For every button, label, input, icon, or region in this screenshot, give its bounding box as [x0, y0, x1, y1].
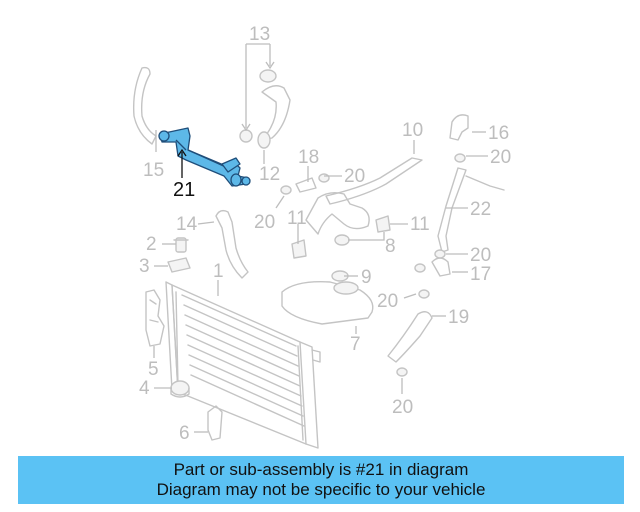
part-16-hose	[449, 114, 469, 141]
callout-9: 9	[361, 267, 372, 288]
callout-5: 5	[148, 359, 159, 380]
callout-2: 2	[146, 234, 157, 255]
part-14-hose	[215, 209, 249, 279]
callout-14: 14	[176, 214, 198, 235]
part-17-hose	[431, 257, 451, 277]
part-20-clamps	[280, 153, 466, 377]
part-2-fitting	[173, 237, 189, 253]
callout-18: 18	[298, 147, 319, 168]
callout-17: 17	[470, 264, 491, 285]
callout-20-f: 20	[392, 397, 413, 418]
banner-line-2: Diagram may not be specific to your vehi…	[156, 480, 486, 499]
callout-20-a: 20	[344, 166, 365, 187]
part-7-expansion-tank	[281, 270, 374, 325]
part-6-bracket	[207, 405, 223, 441]
callout-11-left: 11	[287, 208, 307, 229]
callout-16: 16	[488, 123, 509, 144]
callout-20-e: 20	[377, 291, 398, 312]
part-10-pipe	[325, 157, 423, 205]
callout-13: 13	[249, 24, 270, 45]
callout-3: 3	[139, 256, 150, 277]
part-18-housing	[295, 177, 370, 235]
part-11-clip-right	[375, 215, 391, 233]
callout-20-d: 20	[470, 245, 491, 266]
info-banner: Part or sub-assembly is #21 in diagram D…	[18, 456, 624, 504]
callout-4: 4	[139, 378, 150, 399]
leader-lines	[153, 43, 488, 433]
callout-15: 15	[143, 160, 164, 181]
callout-8: 8	[385, 236, 396, 257]
part-15-hose	[132, 66, 157, 145]
callout-20-b: 20	[254, 212, 275, 233]
callout-10: 10	[402, 120, 423, 141]
parts-diagram: 13 15 21 12 18 20 20 11 14 2 3 1 5 4 6 1…	[132, 24, 511, 449]
callout-11-right: 11	[410, 214, 430, 235]
leader-21	[177, 148, 187, 178]
part-11-clip-left	[291, 239, 307, 259]
callout-19: 19	[448, 307, 469, 328]
callout-20-c: 20	[490, 147, 511, 168]
part-4-cap	[170, 380, 190, 398]
part-13-hose	[239, 69, 291, 149]
callout-22: 22	[470, 199, 491, 220]
part-21-coolant-pipe	[158, 127, 251, 187]
part-3-mount	[167, 257, 191, 273]
callout-1: 1	[213, 261, 224, 282]
callout-6: 6	[179, 423, 190, 444]
callout-12: 12	[259, 164, 280, 185]
radiator	[165, 281, 321, 449]
part-22-pipe	[437, 167, 505, 253]
callout-7: 7	[350, 334, 361, 355]
part-5-bracket	[145, 289, 165, 347]
part-19-hose	[387, 311, 433, 363]
part-8-connector	[334, 234, 350, 246]
callout-21: 21	[173, 179, 195, 201]
banner-line-1: Part or sub-assembly is #21 in diagram	[173, 460, 469, 479]
